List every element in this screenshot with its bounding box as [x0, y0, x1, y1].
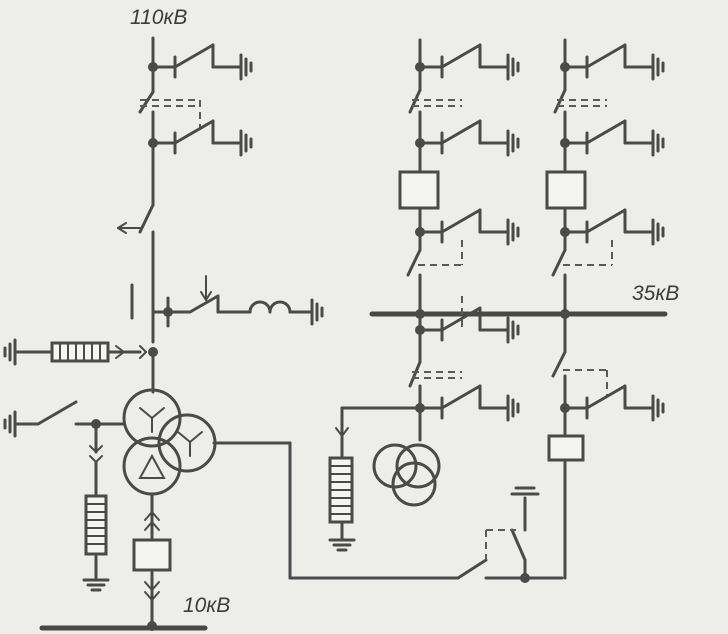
label-35kv: 35кВ: [632, 282, 679, 305]
left-arrester-top: [3, 338, 158, 366]
mv-winding-connection: [212, 441, 564, 583]
label-110kv: 110кВ: [130, 6, 187, 29]
three-winding-transformer: [94, 350, 217, 496]
label-10kv: 10кВ: [183, 594, 230, 617]
hv-grounding-reactor-branch: [151, 275, 324, 328]
feeder-1: [398, 38, 520, 422]
hv-incoming-line: [117, 36, 253, 344]
feeder-2: [545, 38, 665, 580]
lv-branch: [132, 492, 172, 631]
voltage-transformer-group: [328, 406, 441, 552]
neutral-grounding-branch: [3, 400, 110, 592]
